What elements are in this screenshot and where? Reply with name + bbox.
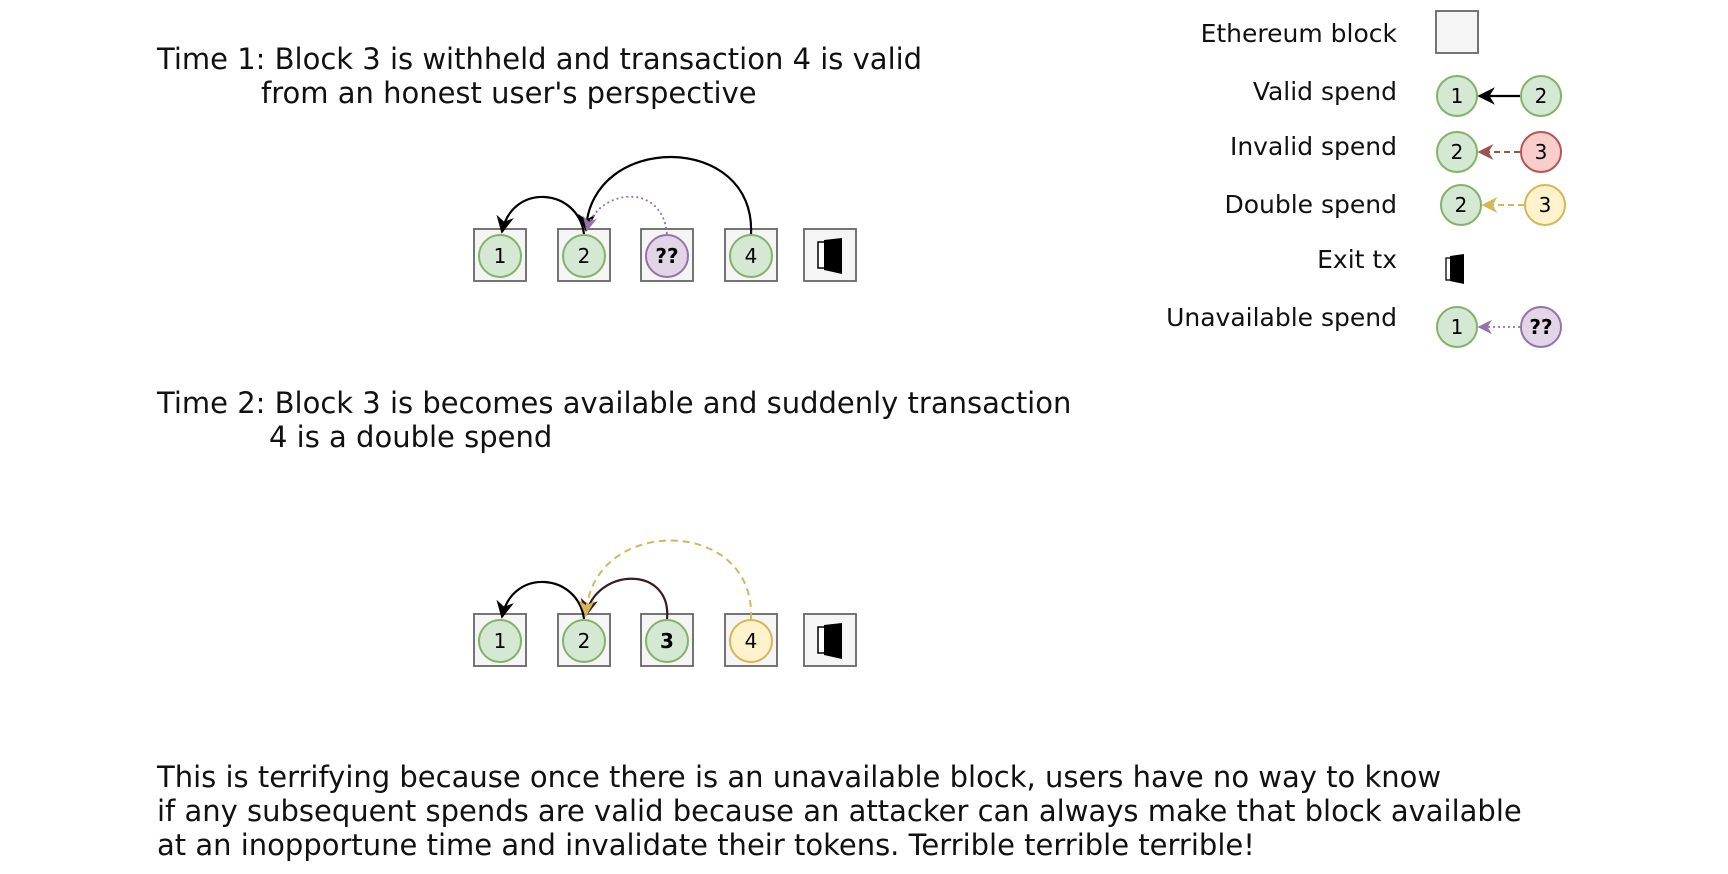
legend-unavailable-to-node xyxy=(1436,306,1478,348)
time2-diagram: 1 2 3 4 xyxy=(473,539,857,667)
legend-exit-door-icon xyxy=(1445,254,1464,284)
legend: 1 2 2 3 2 3 1 ?? xyxy=(1435,10,1566,348)
legend-ethereum-block-icon xyxy=(1435,10,1479,54)
time2-node-4-double-spend xyxy=(729,619,773,663)
legend-invalid-spend-label: Invalid spend xyxy=(1229,132,1397,161)
legend-invalid-to-node xyxy=(1436,131,1478,173)
time2-node-3-label: 3 xyxy=(660,629,674,653)
time1-diagram: 1 2 ?? 4 xyxy=(473,155,857,282)
legend-double-from-label: 3 xyxy=(1539,193,1552,217)
legend-invalid-from-node xyxy=(1520,131,1562,173)
time2-exit-door-icon xyxy=(817,623,842,659)
legend-valid-to-label: 1 xyxy=(1451,84,1464,108)
legend-double-to-node xyxy=(1440,184,1482,226)
legend-valid-from-label: 2 xyxy=(1535,84,1548,108)
conclusion-line1: This is terrifying because once there is… xyxy=(157,760,1442,794)
legend-valid-spend-label: Valid spend xyxy=(1252,77,1397,106)
time1-node-3-unavailable xyxy=(645,234,689,278)
time2-node-3 xyxy=(645,619,689,663)
legend-unavailable-spend-label: Unavailable spend xyxy=(1166,303,1397,332)
legend-exit-tx-label: Exit tx xyxy=(1317,245,1397,274)
time2-arrow-3-to-2 xyxy=(580,577,669,620)
time1-caption-line1: Time 1: Block 3 is withheld and transact… xyxy=(157,42,923,76)
time2-caption-line1: Time 2: Block 3 is becomes available and… xyxy=(157,386,1072,420)
time1-arrow-unavailable-to-2 xyxy=(582,195,668,235)
legend-invalid-to-label: 2 xyxy=(1451,140,1464,164)
legend-valid-to-node xyxy=(1436,75,1478,117)
time2-node-2 xyxy=(562,619,606,663)
time2-node-4-label: 4 xyxy=(745,629,758,653)
time1-node-4 xyxy=(729,234,773,278)
time1-node-1-label: 1 xyxy=(494,244,507,268)
time1-arrow-4-to-2 xyxy=(577,155,753,235)
time1-node-1 xyxy=(478,234,522,278)
time1-exit-door-icon xyxy=(817,238,842,274)
time2-node-1-label: 1 xyxy=(494,629,507,653)
legend-double-spend-label: Double spend xyxy=(1224,190,1397,219)
conclusion-line2: if any subsequent spends are valid becau… xyxy=(157,794,1522,828)
time2-caption-line2: 4 is a double spend xyxy=(269,420,553,454)
legend-valid-from-node xyxy=(1520,75,1562,117)
legend-unavailable-from-label: ?? xyxy=(1529,315,1552,339)
legend-unavailable-to-label: 1 xyxy=(1451,315,1464,339)
time1-node-4-label: 4 xyxy=(745,244,758,268)
legend-invalid-from-label: 3 xyxy=(1535,140,1548,164)
time1-block-exit xyxy=(803,228,857,282)
time1-node-2-label: 2 xyxy=(578,244,591,268)
time1-caption-line2: from an honest user's perspective xyxy=(261,76,757,110)
time1-node-2 xyxy=(562,234,606,278)
legend-double-from-node xyxy=(1524,184,1566,226)
legend-ethereum-block-label: Ethereum block xyxy=(1200,19,1397,48)
legend-unavailable-from-node xyxy=(1520,306,1562,348)
time2-node-2-label: 2 xyxy=(578,629,591,653)
time2-arrow-4-to-2-double-spend xyxy=(578,539,753,620)
time2-node-1 xyxy=(478,619,522,663)
conclusion-line3: at an inopportune time and invalidate th… xyxy=(157,828,1255,862)
time1-node-3-label: ?? xyxy=(655,244,678,268)
legend-double-to-label: 2 xyxy=(1455,193,1468,217)
